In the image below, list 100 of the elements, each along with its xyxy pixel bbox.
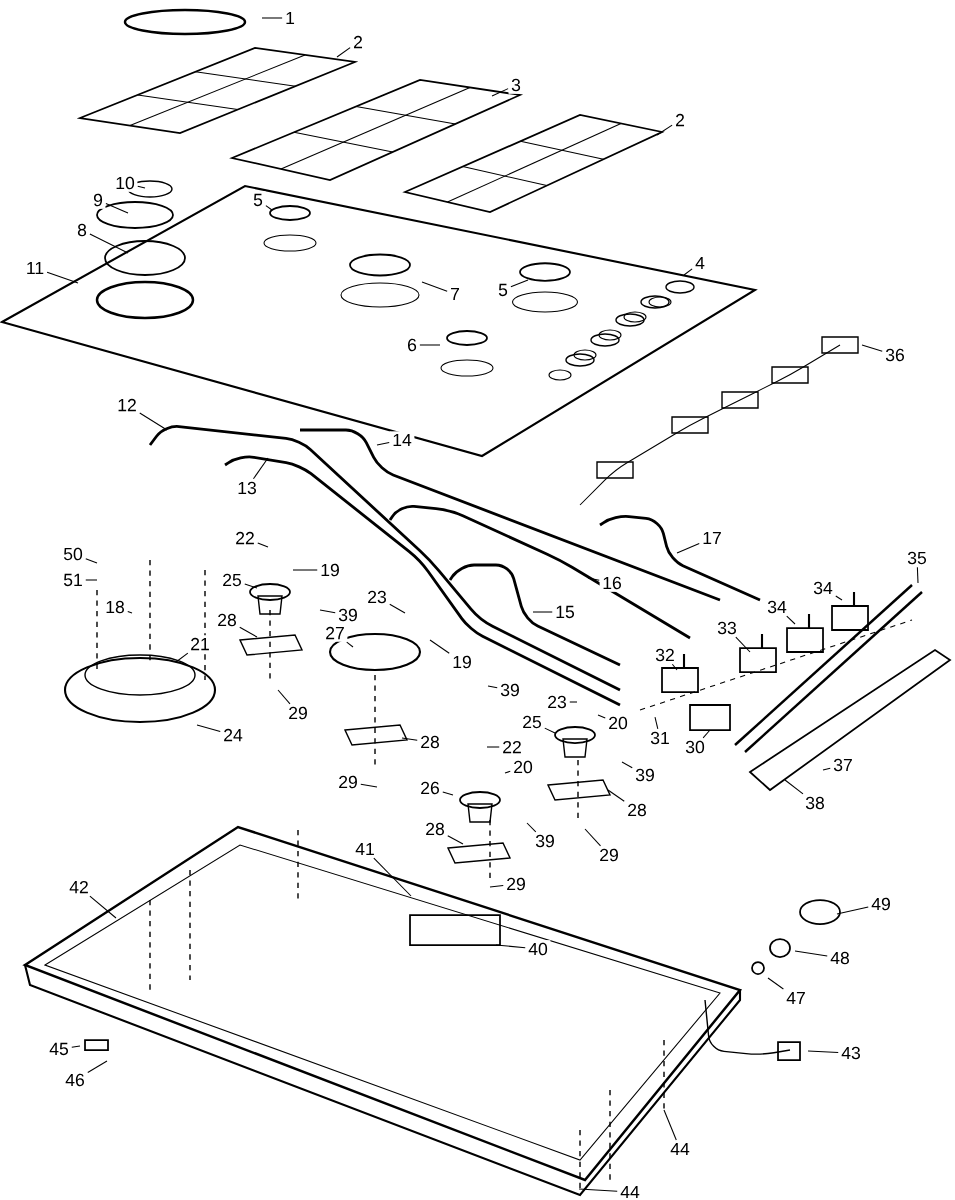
callout-number: 43 [838, 1044, 864, 1062]
leader-line [257, 542, 269, 548]
leader-line [196, 724, 221, 732]
leader-line [486, 746, 500, 748]
leader-line [401, 737, 418, 741]
callout-number: 29 [335, 773, 361, 791]
callout-number: 27 [322, 624, 348, 642]
leader-line [376, 442, 390, 446]
leader-line [495, 944, 526, 949]
callout-number: 44 [617, 1183, 643, 1200]
leader-line [139, 412, 168, 431]
callout-number: 10 [112, 174, 138, 192]
callout-number: 32 [652, 646, 678, 664]
leader-line [767, 977, 784, 990]
callout-number: 41 [352, 840, 378, 858]
callout-number: 31 [647, 729, 673, 747]
callout-number: 45 [46, 1040, 72, 1058]
callout-number: 40 [525, 940, 551, 958]
callout-number: 48 [827, 949, 853, 967]
callout-number: 17 [699, 529, 725, 547]
leader-line [277, 689, 291, 705]
callout-number: 38 [802, 794, 828, 812]
callout-number: 16 [599, 574, 625, 592]
leader-line [373, 857, 412, 897]
leader-line [85, 579, 98, 581]
callout-number: 28 [214, 611, 240, 629]
leader-line [261, 17, 283, 19]
callout-number: 30 [682, 738, 708, 756]
leader-line [621, 761, 633, 769]
leader-line [569, 701, 578, 703]
leader-line [683, 268, 693, 276]
leader-line [532, 611, 553, 613]
callout-number: 42 [66, 878, 92, 896]
leader-line [676, 542, 700, 554]
callout-number: 1 [282, 9, 298, 27]
leader-line [784, 779, 804, 795]
leader-line [487, 685, 498, 689]
leader-line [578, 1188, 618, 1192]
leader-line [807, 1050, 839, 1053]
leader-line [419, 344, 441, 346]
leader-line [175, 652, 189, 663]
leader-line [607, 789, 625, 802]
callout-number: 39 [497, 681, 523, 699]
leader-line [794, 950, 828, 957]
leader-line [526, 822, 537, 833]
callout-number: 34 [764, 598, 790, 616]
leader-line [389, 603, 406, 614]
leader-line [239, 626, 258, 638]
callout-number: 7 [447, 285, 463, 303]
callout-number: 12 [114, 396, 140, 414]
leader-line [292, 569, 318, 571]
leader-line [654, 716, 659, 730]
callout-number: 24 [220, 726, 246, 744]
leader-line [336, 47, 351, 58]
leader-line [702, 729, 711, 739]
callout-number: 50 [60, 545, 86, 563]
leader-line [822, 767, 831, 771]
callout-number: 37 [830, 756, 856, 774]
leader-line [504, 770, 511, 774]
callout-number: 13 [234, 479, 260, 497]
callout-number: 23 [364, 588, 390, 606]
leader-line [89, 895, 117, 919]
callout-number: 28 [422, 820, 448, 838]
callout-number: 29 [503, 875, 529, 893]
leader-line [127, 611, 133, 614]
callout-number: 25 [219, 571, 245, 589]
leader-line [252, 457, 269, 480]
leader-line [544, 727, 556, 734]
callout-number: 33 [714, 619, 740, 637]
callout-number: 2 [672, 111, 688, 129]
callout-number: 34 [810, 579, 836, 597]
callout-number: 20 [605, 714, 631, 732]
leader-line [735, 636, 751, 653]
leader-line [510, 279, 529, 288]
leader-line [319, 609, 336, 614]
callout-number: 29 [285, 704, 311, 722]
callout-number: 19 [317, 561, 343, 579]
leader-line [46, 271, 79, 284]
callout-number: 51 [60, 571, 86, 589]
leader-line [265, 205, 273, 211]
leader-line [421, 281, 448, 292]
callout-number: 11 [23, 259, 47, 277]
leader-line [861, 344, 883, 352]
leader-line [584, 828, 602, 847]
leader-line [137, 185, 146, 189]
leader-line [346, 641, 354, 648]
callout-number: 9 [90, 191, 106, 209]
callout-number: 14 [389, 431, 415, 449]
leader-line [663, 1109, 677, 1141]
leader-line [656, 124, 673, 136]
callout-number: 19 [449, 653, 475, 671]
leader-line [489, 884, 504, 888]
leader-line [786, 615, 796, 625]
callout-number: 36 [882, 346, 908, 364]
leader-line [597, 714, 606, 719]
callout-number: 22 [232, 529, 258, 547]
leader-line [429, 639, 450, 654]
leader-line [447, 835, 464, 845]
callout-number: 22 [499, 738, 525, 756]
callout-number: 39 [532, 832, 558, 850]
